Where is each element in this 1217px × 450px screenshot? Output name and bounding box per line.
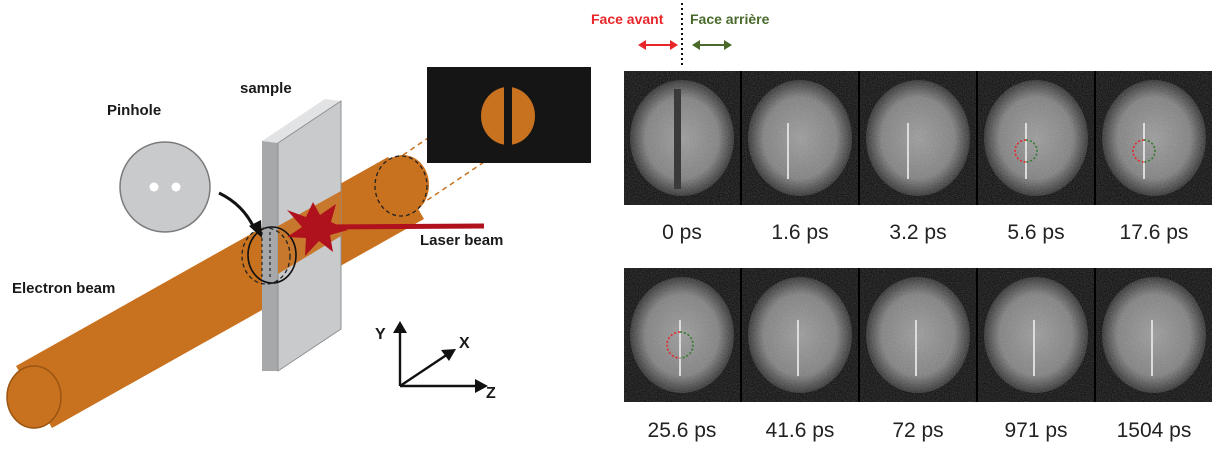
back-arrow <box>692 40 732 50</box>
time-label: 41.6 ps <box>765 419 835 442</box>
sample-label: sample <box>240 80 292 97</box>
speckle-texture <box>868 279 968 391</box>
speckle-texture <box>632 279 732 391</box>
back-face-marker <box>679 331 694 359</box>
front-face-marker <box>1132 139 1145 163</box>
laser-beam-line <box>319 223 485 230</box>
electron-image-frame <box>978 268 1094 402</box>
axis-x-label: X <box>459 335 470 352</box>
pinhole-label: Pinhole <box>107 102 162 119</box>
electron-image-frame <box>860 268 976 402</box>
speckle-texture <box>750 279 850 391</box>
electron-image-frame <box>1096 268 1212 402</box>
time-label: 17.6 ps <box>1119 221 1189 244</box>
speckle-texture <box>1104 82 1204 194</box>
experiment-schematic <box>6 67 591 429</box>
face-indicator <box>638 3 732 66</box>
electron-beam-far-end <box>377 155 429 215</box>
laser-beam-label: Laser beam <box>420 232 504 249</box>
face-back-label: Face arrière <box>690 11 770 27</box>
electron-image-frame <box>624 268 740 402</box>
pinhole-dashed-outline <box>241 227 291 285</box>
pinhole-disc <box>119 141 211 233</box>
time-label: 72 ps <box>892 419 944 442</box>
frames-row-2 <box>624 268 1212 402</box>
axis-y-label: Y <box>375 326 386 343</box>
sample-plate-top <box>262 99 341 143</box>
sample-shadow <box>674 89 681 189</box>
electron-image-frame <box>978 71 1094 205</box>
front-face-marker <box>666 331 681 359</box>
electron-image-frame <box>860 71 976 205</box>
projected-shadow-bar <box>504 84 512 146</box>
time-label: 971 ps <box>1004 419 1068 442</box>
speckle-texture <box>1104 279 1204 391</box>
speckle-texture <box>632 82 732 194</box>
electron-beam-far-outline <box>374 155 428 217</box>
pinhole-arrow <box>218 191 257 231</box>
front-face-marker <box>1014 139 1027 163</box>
electron-beam-end-cap <box>6 365 62 429</box>
pinhole-on-sample <box>247 226 297 284</box>
electron-image-frame <box>742 268 858 402</box>
pinhole-hole-left <box>149 182 159 192</box>
axis-z-label: Z <box>486 385 496 402</box>
time-label: 1504 ps <box>1116 419 1192 442</box>
front-arrow <box>638 40 678 50</box>
electron-beam-label: Electron beam <box>12 280 116 297</box>
laser-impact-star <box>287 202 348 256</box>
speckle-texture <box>986 82 1086 194</box>
time-label: 0 ps <box>662 221 702 244</box>
speckle-texture <box>986 279 1086 391</box>
back-face-marker <box>1025 139 1038 163</box>
back-face-marker <box>1143 139 1156 163</box>
speckle-texture <box>750 82 850 194</box>
coordinate-axes <box>393 321 488 393</box>
speckle-texture <box>868 82 968 194</box>
time-label: 1.6 ps <box>771 221 829 244</box>
frames-row-1 <box>624 71 1212 205</box>
time-label: 25.6 ps <box>647 419 717 442</box>
electron-image-frame <box>742 71 858 205</box>
pinhole-hole-right <box>171 182 181 192</box>
electron-image-frame <box>624 71 740 205</box>
electron-image-frame <box>1096 71 1212 205</box>
time-label: 5.6 ps <box>1007 221 1065 244</box>
face-front-label: Face avant <box>591 11 664 27</box>
time-label: 3.2 ps <box>889 221 947 244</box>
